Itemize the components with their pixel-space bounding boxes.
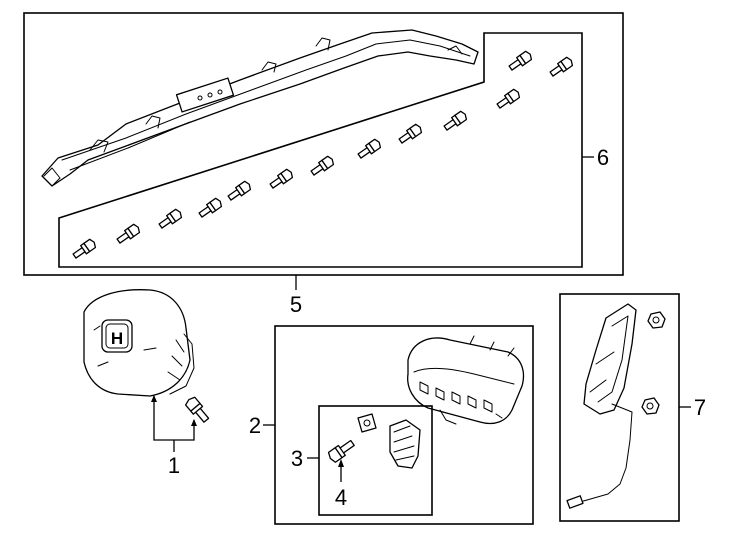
seat-side-airbag: [566, 303, 637, 509]
side-airbag-nut-upper: [647, 311, 666, 329]
bolt-icon: [496, 88, 521, 109]
callout-3: 3: [291, 446, 303, 471]
bolt-icon: [198, 197, 223, 218]
bolt-icon: [508, 50, 533, 71]
bolt-icon: [116, 223, 141, 244]
callout-7: 7: [694, 395, 706, 420]
mounting-bracket: [389, 419, 421, 469]
callout-2: 2: [249, 413, 261, 438]
bolt-icon: [398, 123, 423, 144]
curtain-airbag: [41, 29, 479, 187]
callout-4: 4: [335, 485, 347, 510]
hardware-subgroup-frame: [307, 405, 433, 516]
steering-wheel-airbag: H: [83, 289, 195, 397]
side-airbag-nut-lower: [641, 397, 660, 415]
logo-letter: H: [111, 329, 123, 348]
curtain-airbag-bolts: [72, 50, 574, 259]
clip-nut: [357, 413, 377, 433]
steering-airbag-bolt: [184, 396, 210, 423]
callout-6: 6: [597, 145, 609, 170]
bolt-icon: [269, 168, 294, 189]
curtain-airbag-group-frame: [23, 12, 624, 290]
side-airbag-group-frame: [559, 293, 691, 522]
passenger-airbag-group-frame: [263, 325, 534, 525]
bolt-icon: [357, 138, 382, 159]
bolt-icon: [310, 155, 335, 176]
bolt-icon: [72, 238, 97, 259]
bolt-icon: [549, 56, 574, 77]
callout-1: 1: [168, 453, 180, 478]
callout-1-leaders: [151, 395, 197, 452]
bolt-icon: [227, 180, 252, 201]
bolt-icon: [158, 208, 183, 229]
callout-5: 5: [290, 292, 302, 317]
bolt-icon: [443, 110, 468, 131]
airbag-bolt-4: [327, 439, 355, 463]
passenger-airbag: [407, 335, 525, 425]
callout-4-leader: [338, 459, 344, 482]
